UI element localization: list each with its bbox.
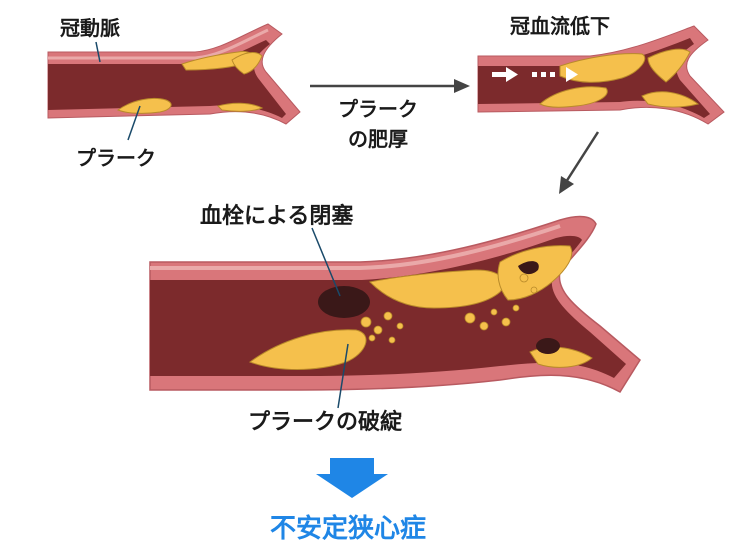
label-plaque-thickening-line2: の肥厚	[348, 127, 408, 151]
progression-arrow-2	[559, 131, 600, 194]
label-thrombus-occlusion: 血栓による閉塞	[200, 204, 354, 229]
thrombus-branch	[518, 261, 539, 275]
vessel-3-plaque-branch	[497, 245, 573, 301]
progression-arrow-1	[310, 79, 470, 93]
rupture-debris	[360, 273, 538, 344]
thrombus-leader-line	[311, 227, 341, 297]
label-plaque-thickening: プラーク の肥厚	[318, 94, 438, 154]
thrombus-main	[318, 286, 370, 318]
vessel-1-plaque-branch	[231, 52, 263, 75]
rupture-leader-line	[337, 343, 349, 409]
label-plaque: プラーク	[76, 146, 156, 170]
label-plaque-rupture: プラークの破綻	[248, 410, 403, 435]
vessel-1-plaque-bottom-2	[217, 102, 264, 112]
thrombus-secondary	[536, 338, 560, 354]
vessel-stage-2	[477, 25, 725, 125]
outcome-unstable-angina: 不安定狭心症	[270, 514, 427, 544]
vessel-3-plaque-top	[368, 269, 505, 309]
vessel-3-plaque-bottom	[248, 329, 367, 370]
vessel-2-plaque-top	[559, 53, 646, 83]
vessel-2-plaque-bottom	[539, 86, 608, 108]
outcome-arrow	[316, 458, 388, 498]
plaque-leader-line	[127, 105, 141, 141]
artery-leader-line	[95, 41, 101, 63]
vessel-3-wall-highlight	[150, 224, 561, 270]
vessel-2-plaque-bottom-2	[641, 91, 700, 108]
vessel-2-plaque-branch	[647, 48, 691, 83]
label-artery: 冠動脈	[60, 16, 120, 40]
flow-arrow-solid	[492, 67, 518, 82]
flow-arrow-dotted	[532, 67, 578, 82]
vessel-stage-3	[149, 215, 641, 409]
vessel-1-wall-highlight	[48, 28, 269, 60]
label-reduced-flow: 冠血流低下	[510, 14, 610, 38]
vessel-stage-1	[47, 23, 301, 141]
label-plaque-thickening-line1: プラーク	[338, 97, 418, 121]
